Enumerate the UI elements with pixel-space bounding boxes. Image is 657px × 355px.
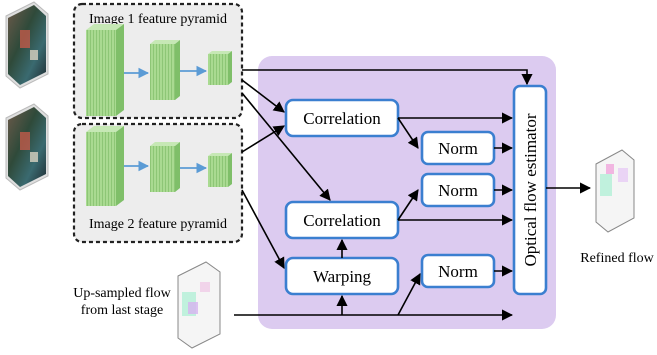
pyramid-2-label: Image 2 feature pyramid — [89, 217, 227, 232]
pyramid-2-feature-large — [86, 126, 124, 206]
correlation-top-label: Correlation — [303, 109, 381, 128]
warping-label: Warping — [313, 267, 372, 286]
correlation-bottom-to-norm-2-arrow — [397, 189, 419, 221]
refined-flow-label: Refined flow — [580, 251, 654, 266]
pyramid-1-to-correlation-arrow — [241, 79, 285, 113]
pyramid-2-feature-small — [208, 153, 232, 187]
pyramid-1-to-correlation-bottom-arrow — [241, 92, 331, 201]
upsampled-flow-label-line2: from last stage — [81, 303, 163, 318]
upsampled-flow-label-line1: Up-sampled flow — [73, 286, 171, 301]
pyramid-1-feature-large — [86, 24, 124, 116]
correlation-bottom-label: Correlation — [303, 211, 381, 230]
refined-flow-thumbnail — [595, 149, 635, 233]
norm-2-label: Norm — [438, 181, 478, 200]
norm-1-label: Norm — [438, 139, 478, 158]
upsampled-flow-thumbnail — [177, 261, 221, 349]
pyramid-2-feature-medium — [150, 142, 180, 192]
pyramid-1-to-estimator-arrow — [242, 69, 533, 86]
input-image-1 — [5, 1, 49, 89]
upsampled-flow-to-norm-3-arrow — [397, 273, 421, 316]
correlation-to-norm-1-arrow — [397, 117, 419, 149]
norm-3-label: Norm — [438, 262, 478, 281]
pyramid-1-feature-medium — [150, 40, 180, 100]
pyramid-2-to-warping-arrow — [241, 189, 285, 269]
pyramid-1-label: Image 1 feature pyramid — [89, 12, 227, 27]
optical-flow-estimator-label: Optical flow estimator — [521, 113, 540, 266]
optical-flow-estimator-box — [512, 84, 548, 296]
input-image-2 — [5, 103, 49, 191]
pyramid-1-feature-small — [208, 51, 232, 85]
pyramid-2-to-correlation-arrow — [241, 125, 285, 153]
